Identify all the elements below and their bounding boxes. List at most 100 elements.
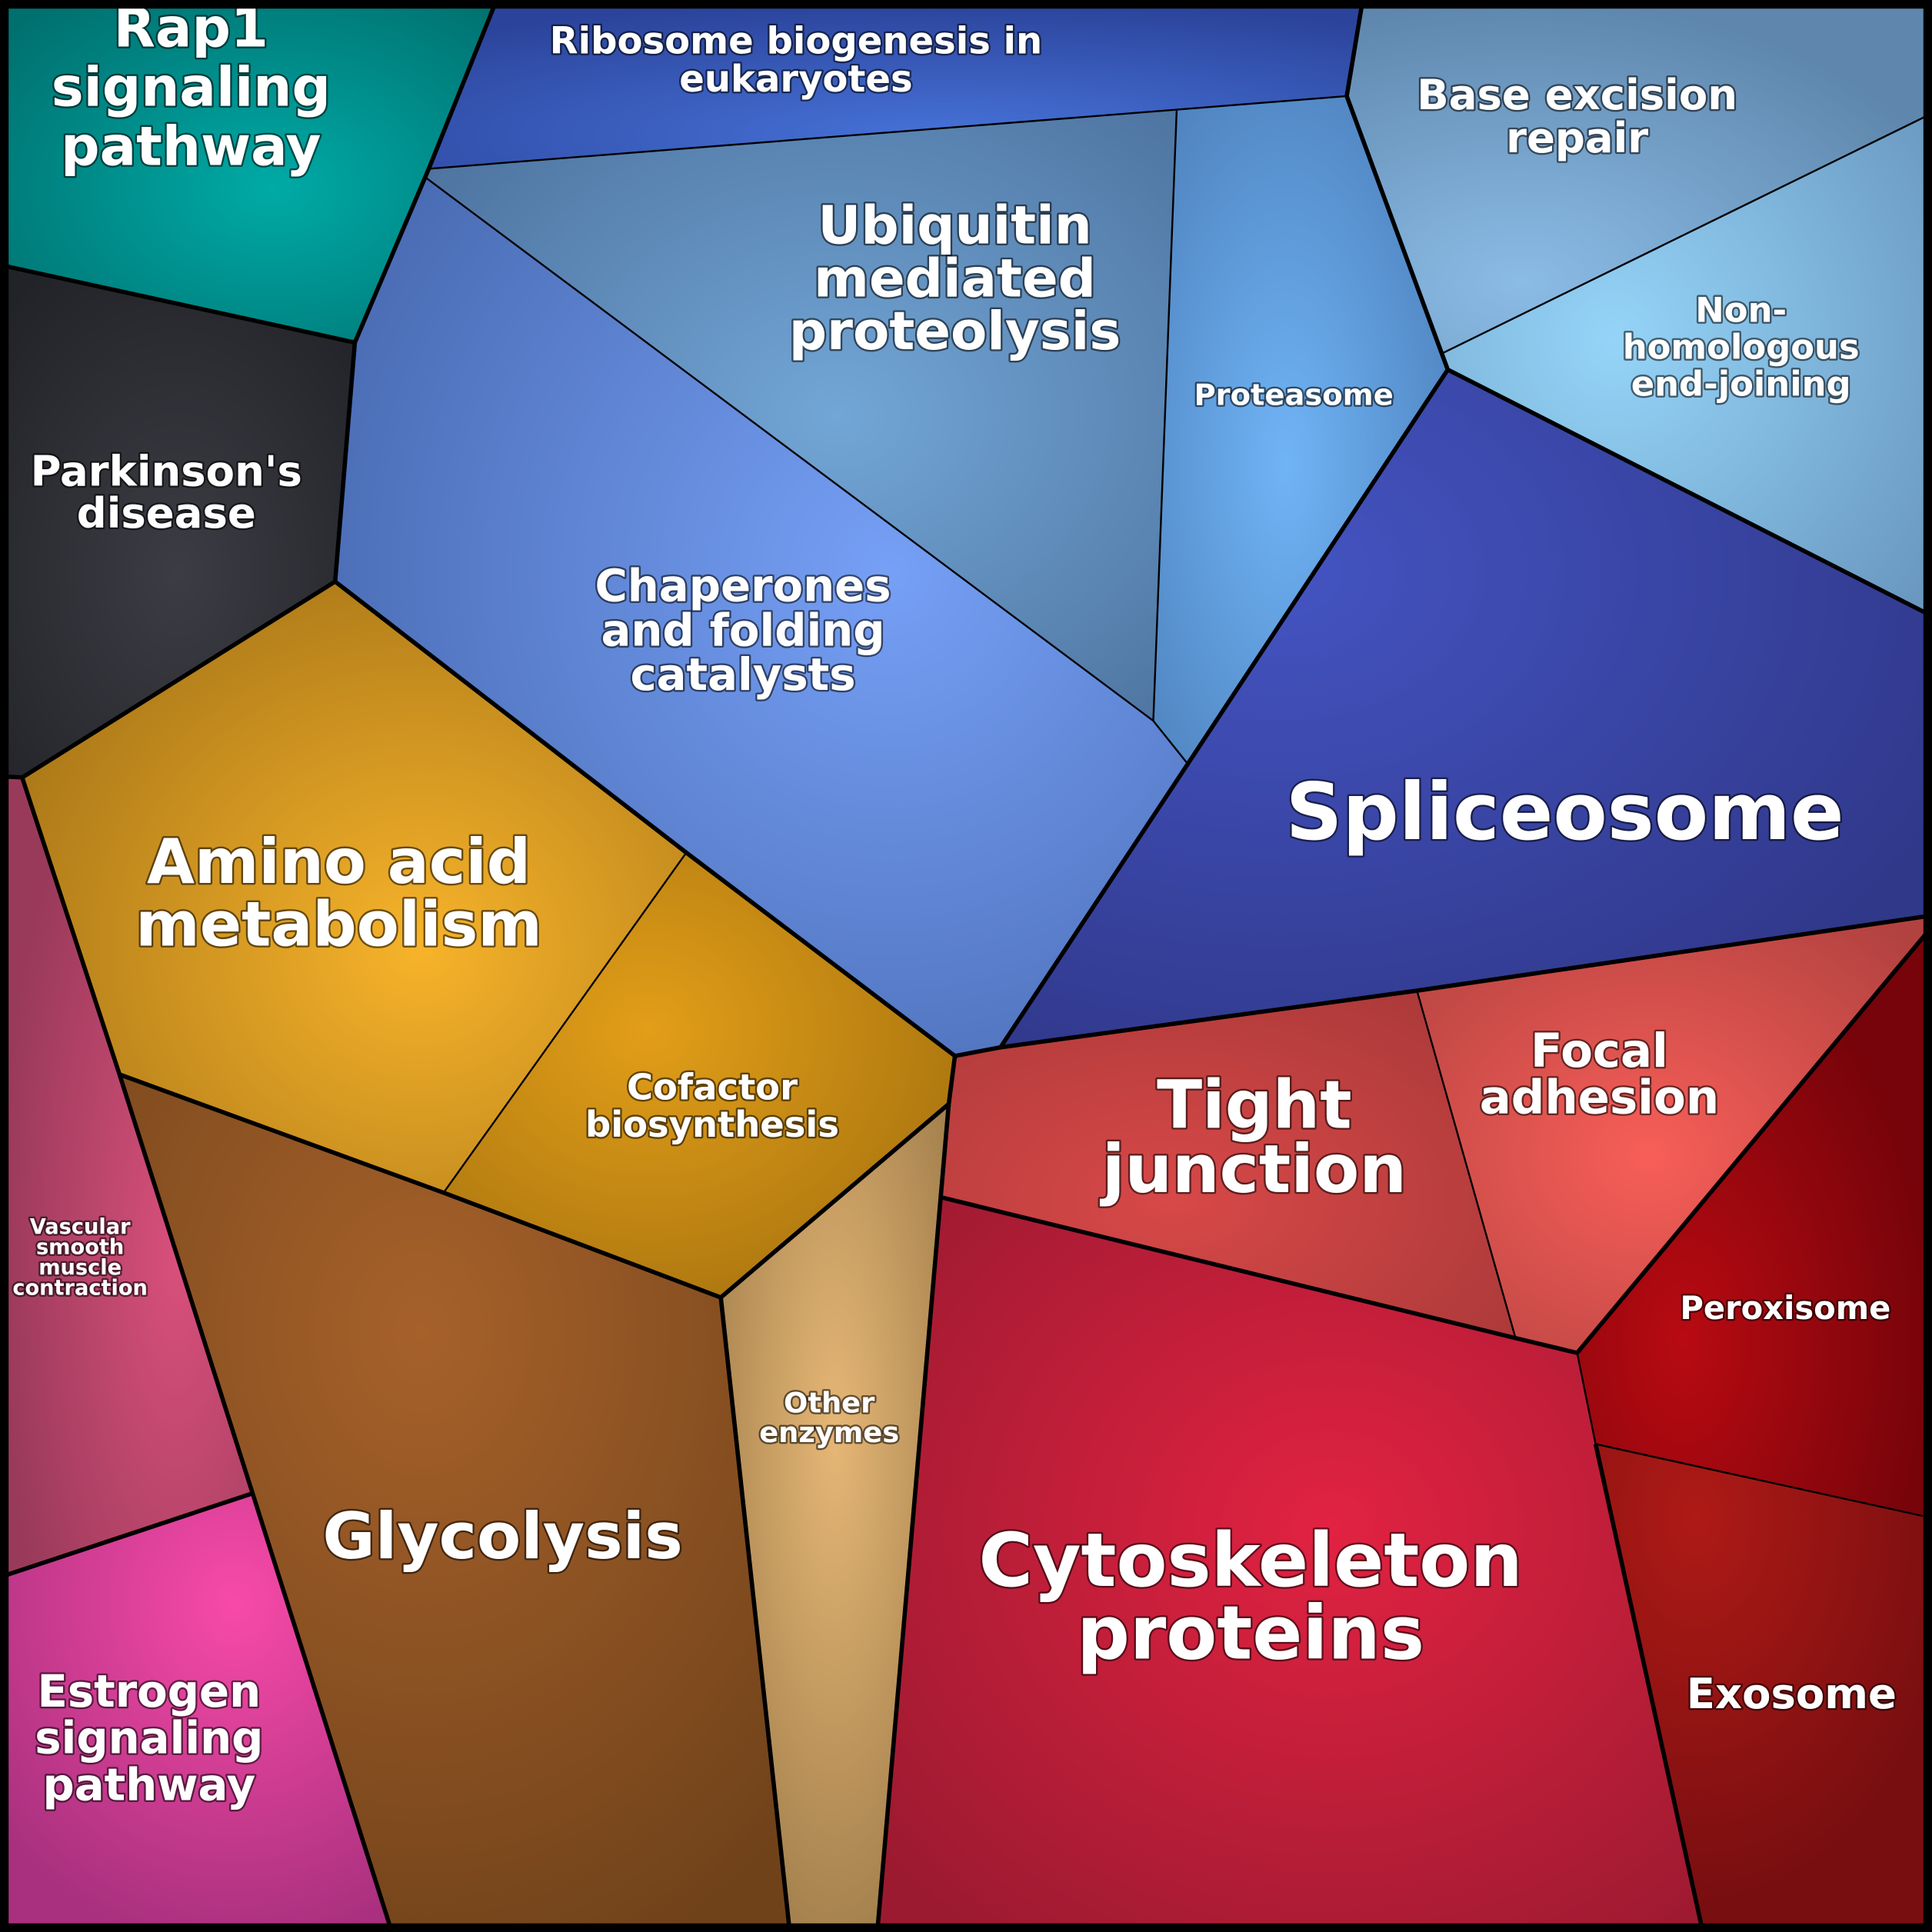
cell-amino-acid bbox=[22, 581, 687, 1193]
label-line: adhesion bbox=[1480, 1071, 1719, 1125]
cell-glycolysis bbox=[119, 1074, 790, 1932]
label-line: signaling bbox=[52, 56, 331, 119]
group-border bbox=[1344, 0, 1365, 97]
label-peroxisome: Peroxisome bbox=[1680, 1289, 1890, 1327]
cell-exosome bbox=[1595, 1444, 1932, 1932]
label-line: junction bbox=[1100, 1131, 1407, 1208]
label-spliceosome: Spliceosome bbox=[1286, 767, 1844, 858]
label-line: muscle bbox=[38, 1256, 122, 1280]
cell-peroxisome bbox=[1577, 926, 1932, 1518]
label-line: Glycolysis bbox=[322, 1499, 682, 1574]
label-line: signaling bbox=[35, 1712, 263, 1764]
cell-border bbox=[1576, 1352, 1597, 1444]
label-line: contraction bbox=[12, 1277, 148, 1301]
label-line: repair bbox=[1506, 113, 1648, 162]
label-line: Estrogen bbox=[37, 1665, 261, 1717]
label-line: Cofactor bbox=[627, 1067, 798, 1108]
cell-estrogen bbox=[0, 1493, 392, 1932]
group-border bbox=[1344, 95, 1932, 618]
cell-other-enzymes bbox=[721, 1104, 949, 1932]
label-exosome: Exosome bbox=[1687, 1669, 1897, 1718]
label-line: proteolysis bbox=[789, 301, 1121, 362]
label-line: Exosome bbox=[1687, 1669, 1897, 1718]
label-line: smooth bbox=[36, 1236, 124, 1260]
group-border bbox=[118, 1072, 722, 1300]
label-line: Cytoskeleton bbox=[978, 1517, 1522, 1604]
label-line: biosynthesis bbox=[585, 1104, 839, 1145]
cell-base-excision bbox=[1347, 0, 1932, 354]
label-line: Peroxisome bbox=[1680, 1289, 1890, 1327]
cell-ribosome bbox=[428, 0, 1363, 169]
label-line: Tight bbox=[1157, 1068, 1352, 1144]
label-line: pathway bbox=[42, 1759, 255, 1811]
cell-cofactor bbox=[443, 852, 955, 1297]
group-border bbox=[334, 579, 1932, 1058]
group-border bbox=[998, 368, 1450, 1049]
label-line: Amino acid bbox=[147, 826, 531, 898]
cell-border bbox=[1416, 990, 1517, 1339]
label-line: Proteasome bbox=[1194, 378, 1393, 412]
label-glycolysis: Glycolysis bbox=[322, 1499, 682, 1574]
cell-border bbox=[1152, 109, 1189, 765]
cell-spliceosome bbox=[1000, 369, 1932, 1048]
cell-tight-junction bbox=[942, 991, 1516, 1338]
label-line: Base excision bbox=[1417, 70, 1737, 119]
cell-proteasome bbox=[1153, 95, 1448, 764]
group-border bbox=[0, 342, 358, 780]
group-border bbox=[0, 0, 499, 345]
label-line: Parkinson's bbox=[31, 447, 302, 496]
label-line: metabolism bbox=[135, 889, 542, 961]
label-line: proteins bbox=[1077, 1591, 1424, 1677]
label-line: Vascular bbox=[30, 1215, 131, 1239]
label-line: and folding bbox=[601, 604, 884, 656]
cell-focal-adhesion bbox=[1417, 915, 1932, 1354]
label-line: Ribosome biogenesis in bbox=[550, 19, 1043, 62]
cell-rap1 bbox=[0, 0, 497, 343]
label-line: enzymes bbox=[759, 1416, 899, 1449]
label-line: Spliceosome bbox=[1286, 767, 1844, 858]
cell-parkinsons bbox=[0, 265, 355, 778]
group-border bbox=[20, 777, 395, 1932]
group-border bbox=[1593, 1443, 1705, 1932]
label-line: pathway bbox=[61, 115, 321, 178]
label-line: eukaryotes bbox=[679, 58, 912, 101]
label-line: Rap1 bbox=[114, 0, 268, 60]
label-line: mediated bbox=[814, 248, 1096, 309]
cell-non-homologous bbox=[1441, 113, 1932, 617]
cell-borders bbox=[423, 95, 1932, 1519]
cell-chaperones bbox=[335, 176, 1188, 1056]
label-proteasome: Proteasome bbox=[1194, 378, 1393, 412]
cell-border bbox=[1595, 1443, 1932, 1519]
label-line: Non- bbox=[1695, 289, 1787, 330]
cell-border bbox=[1441, 112, 1932, 355]
cell-border bbox=[442, 851, 688, 1194]
label-line: Other bbox=[784, 1386, 875, 1419]
label-line: catalysts bbox=[630, 648, 855, 701]
label-line: end-joining bbox=[1631, 363, 1851, 404]
group-border bbox=[941, 924, 1932, 1355]
cell-ubiquitin bbox=[424, 109, 1177, 721]
label-line: Focal bbox=[1531, 1024, 1668, 1078]
label-line: homologous bbox=[1623, 326, 1860, 367]
group-border bbox=[0, 1491, 254, 1580]
label-line: Ubiquitin bbox=[818, 195, 1091, 256]
